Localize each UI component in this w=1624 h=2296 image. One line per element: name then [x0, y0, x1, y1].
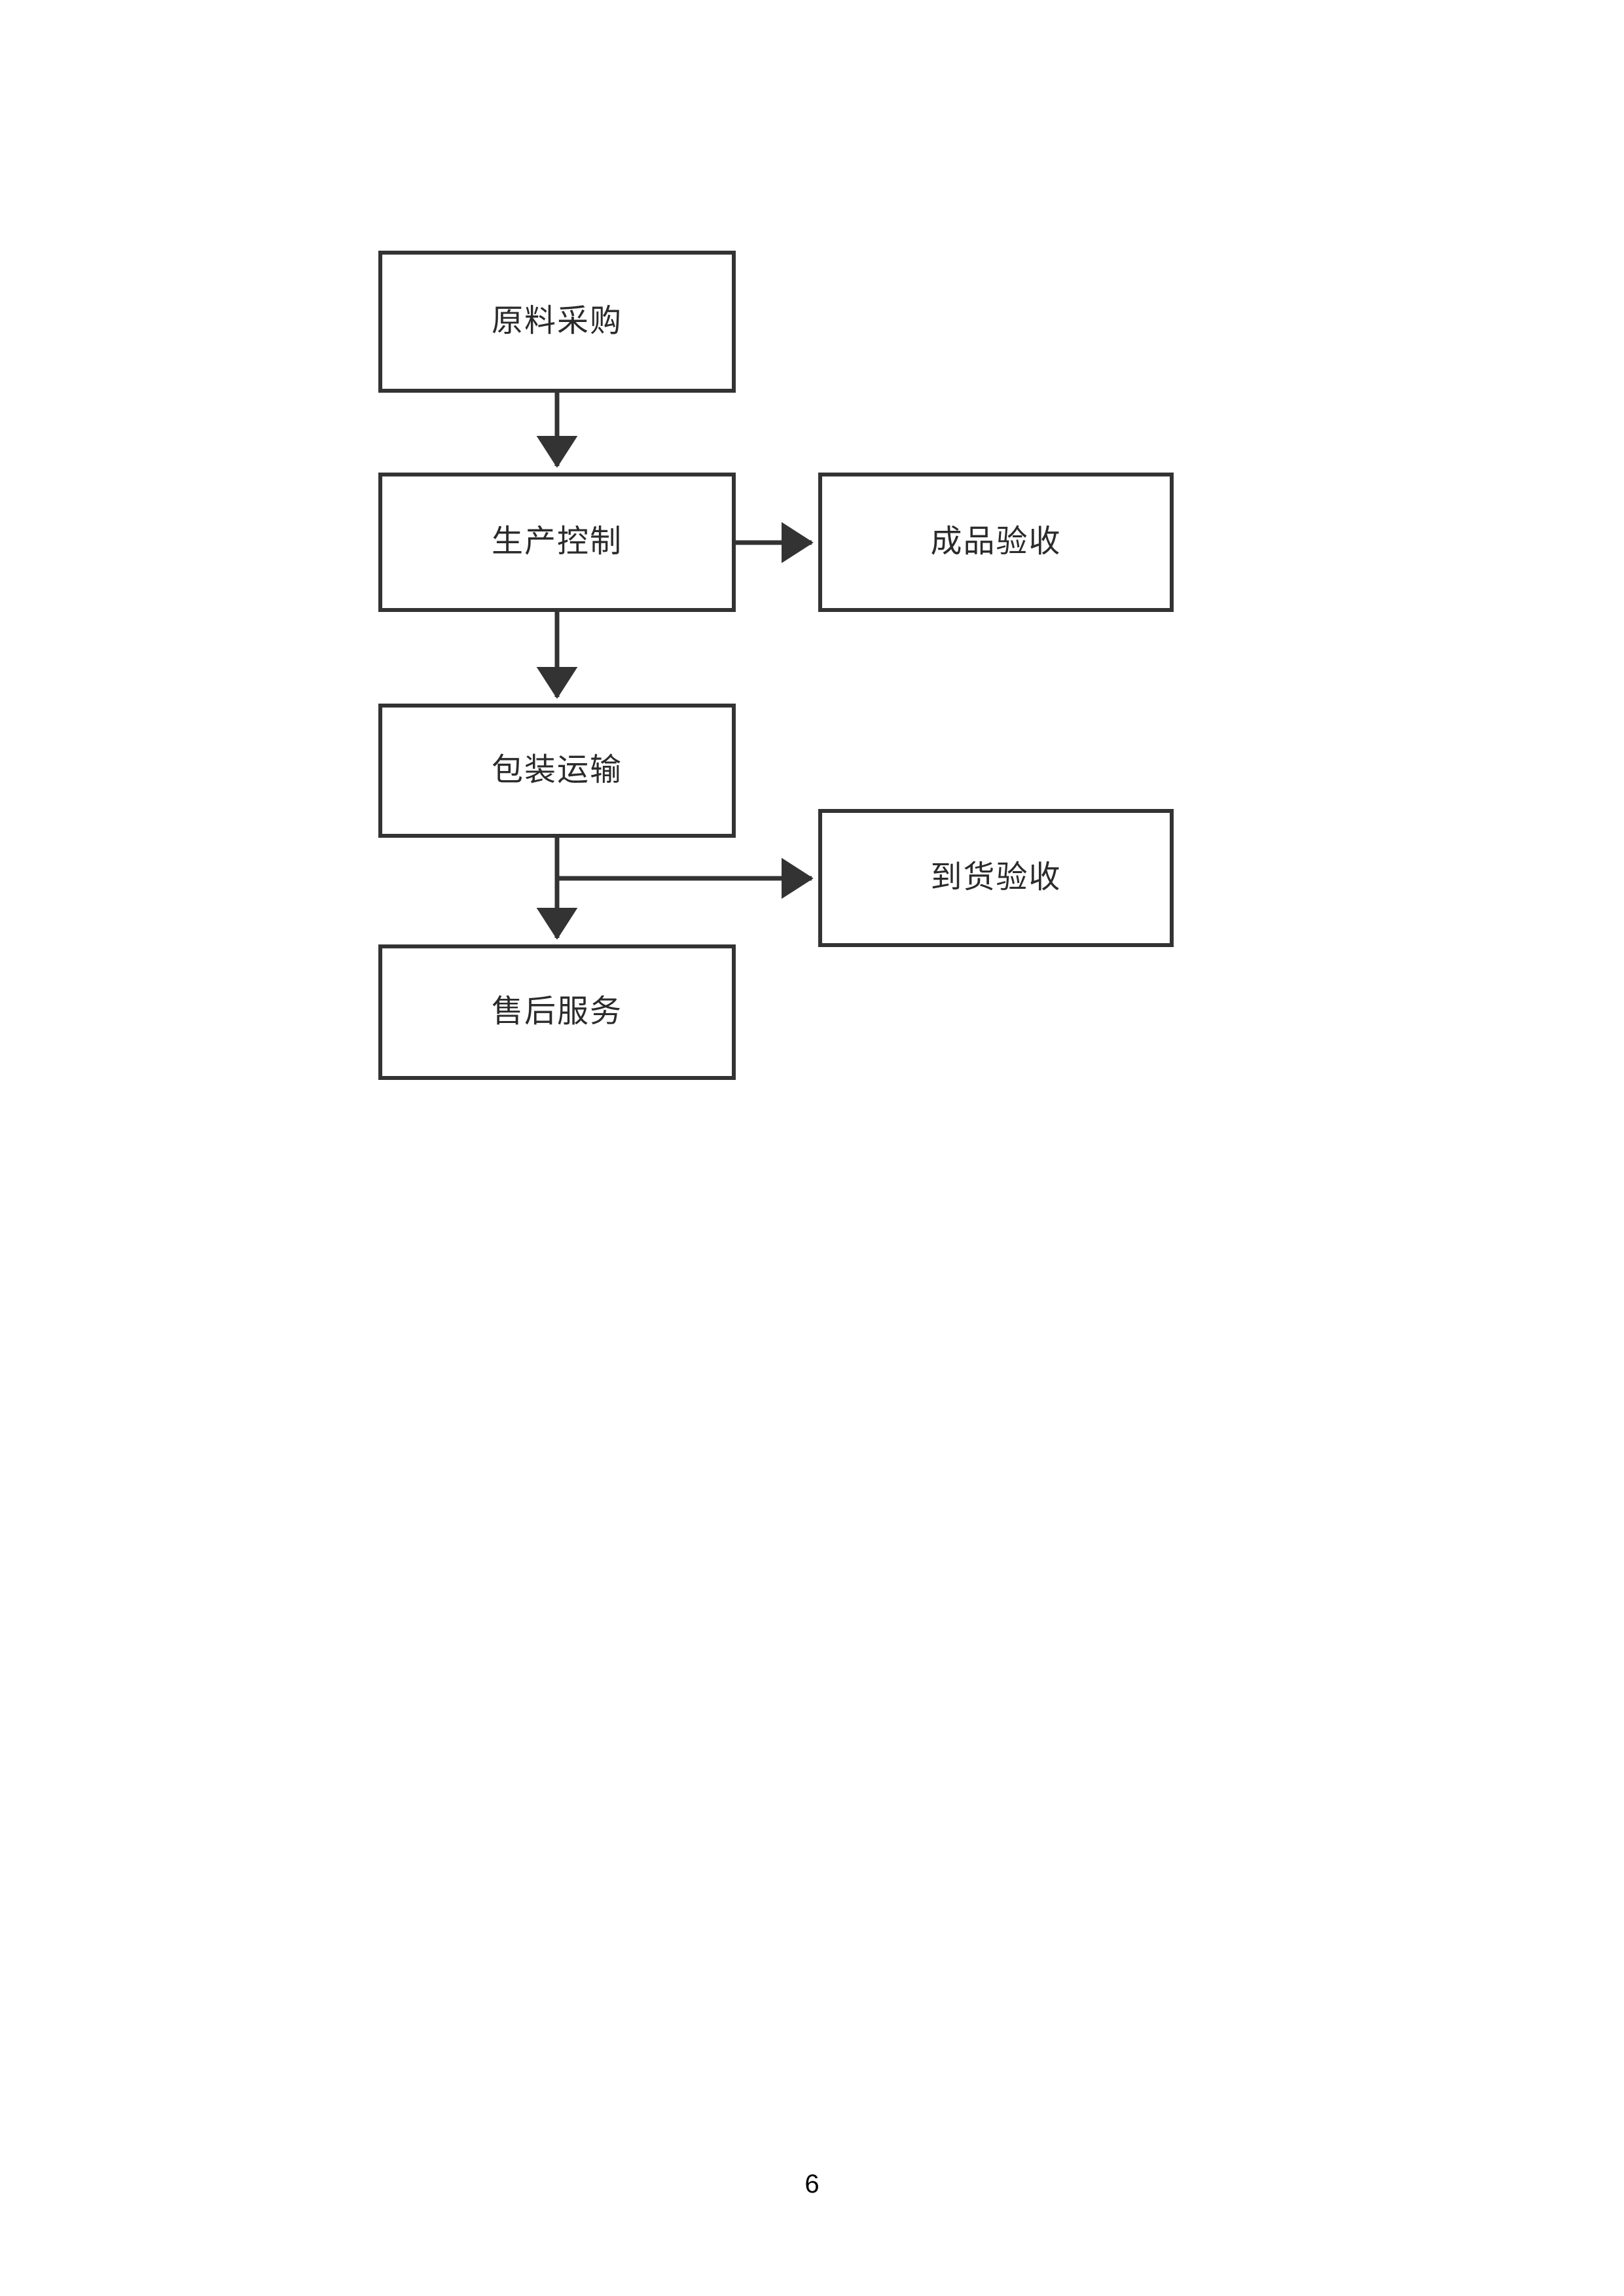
flow-node-finished-check[interactable]: 成品验收: [818, 473, 1174, 612]
flowchart-diagram: 原料采购 生产控制 成品验收 包装运输 到货验收 售后服务: [378, 251, 1174, 1080]
flow-node-raw-material[interactable]: 原料采购: [378, 251, 736, 393]
flow-node-label: 到货验收: [930, 860, 1062, 895]
flow-node-label: 售后服务: [491, 994, 623, 1030]
flow-node-production[interactable]: 生产控制: [378, 473, 736, 612]
flow-node-arrival-check[interactable]: 到货验收: [818, 809, 1174, 947]
flow-node-after-sales[interactable]: 售后服务: [378, 944, 736, 1080]
flow-node-label: 原料采购: [491, 304, 623, 339]
flow-node-label: 成品验收: [930, 524, 1062, 560]
flow-node-label: 生产控制: [491, 524, 623, 560]
page-number: 6: [804, 2170, 820, 2198]
flowchart-connectors: [536, 393, 814, 940]
flow-node-packaging[interactable]: 包装运输: [378, 704, 736, 838]
flow-node-label: 包装运输: [491, 753, 623, 788]
